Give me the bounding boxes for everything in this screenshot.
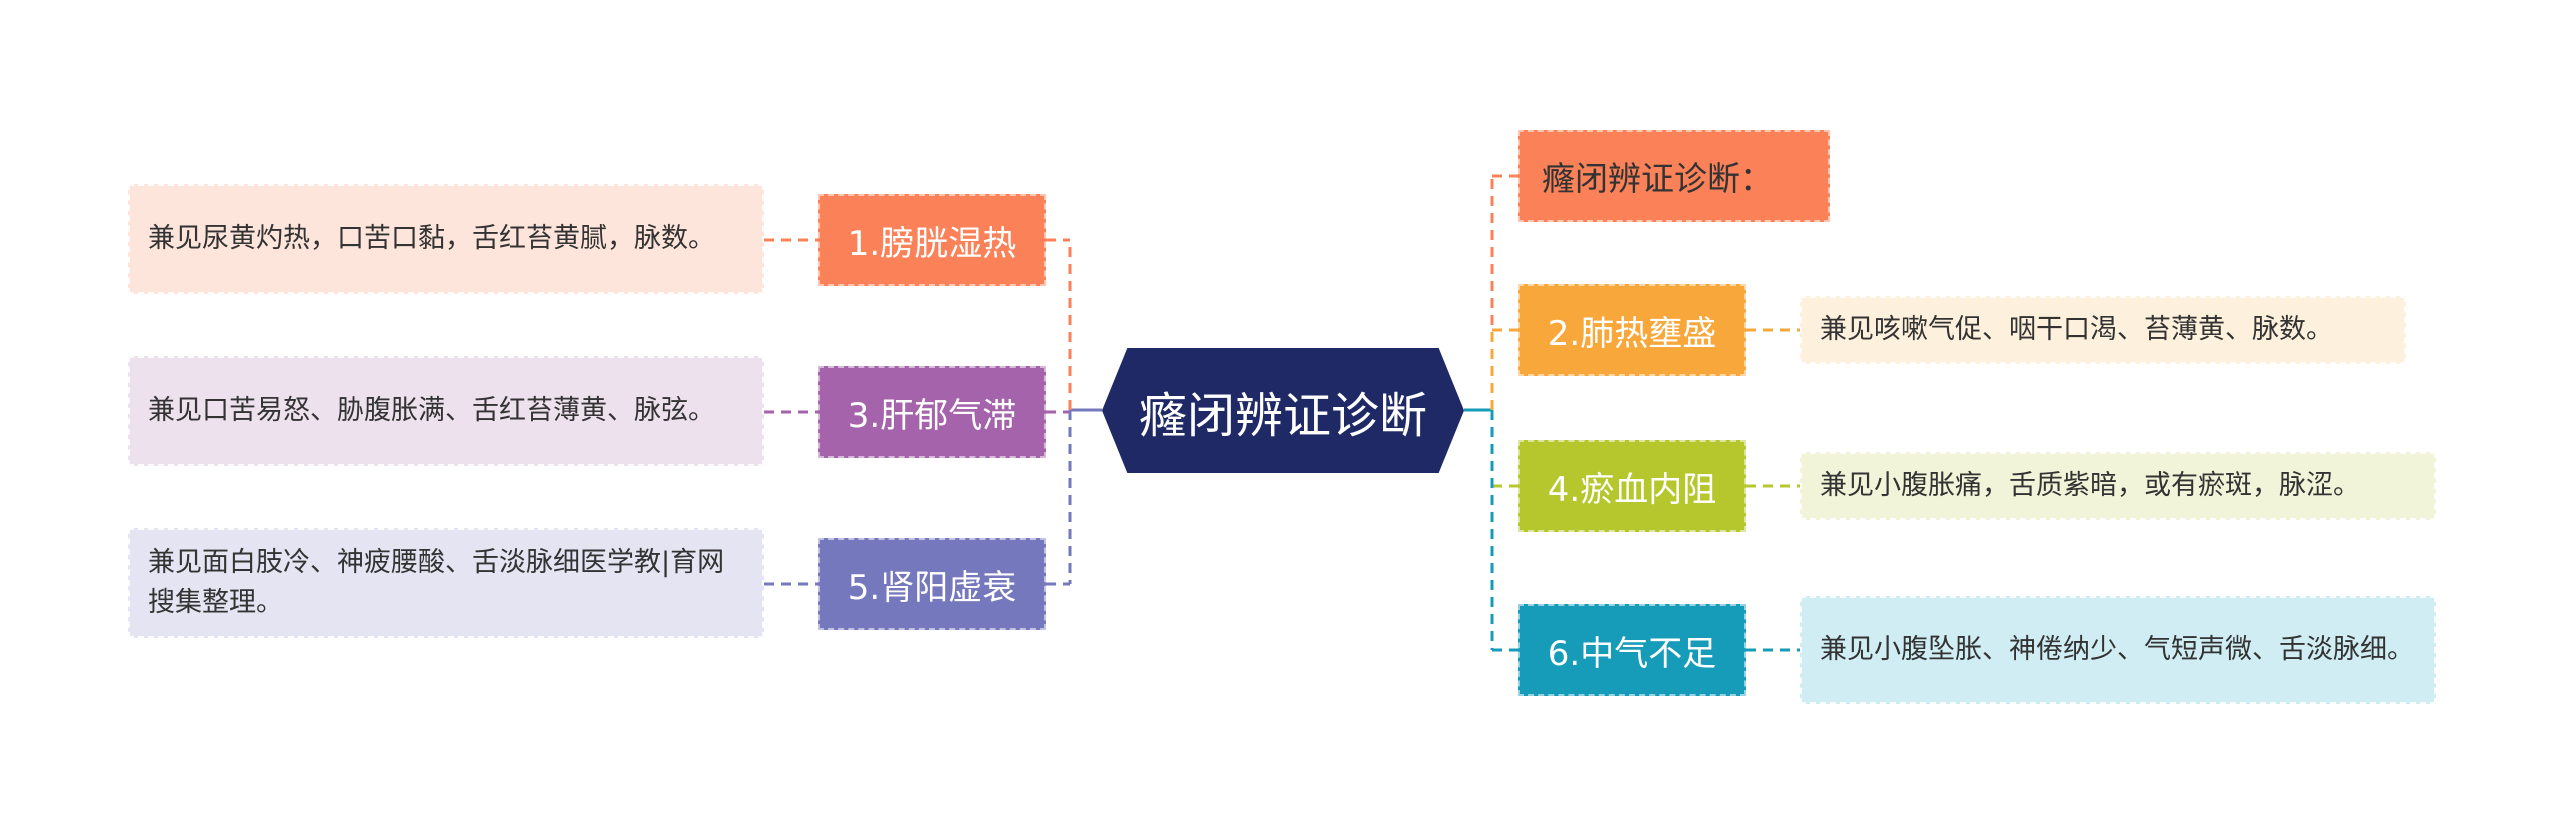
detail-kidney-yang: 兼见面白肢冷、神疲腰酸、舌淡脉细医学教|育网搜集整理。 bbox=[128, 528, 764, 638]
detail-lung-heat: 兼见咳嗽气促、咽干口渴、苔薄黄、脉数。 bbox=[1800, 296, 2406, 364]
detail-blood-stasis: 兼见小腹胀痛，舌质紫暗，或有瘀斑，脉涩。 bbox=[1800, 452, 2436, 520]
detail-qi-deficiency: 兼见小腹坠胀、神倦纳少、气短声微、舌淡脉细。 bbox=[1800, 596, 2436, 704]
branch-kidney-yang[interactable]: 5.肾阳虚衰 bbox=[818, 538, 1046, 630]
detail-bladder-damp-heat: 兼见尿黄灼热，口苦口黏，舌红苔黄腻，脉数。 bbox=[128, 184, 764, 294]
central-topic[interactable]: 癃闭辨证诊断 bbox=[1102, 348, 1464, 473]
branch-blood-stasis[interactable]: 4.瘀血内阻 bbox=[1518, 440, 1746, 532]
branch-bladder-damp-heat[interactable]: 1.膀胱湿热 bbox=[818, 194, 1046, 286]
branch-qi-deficiency[interactable]: 6.中气不足 bbox=[1518, 604, 1746, 696]
detail-liver-qi: 兼见口苦易怒、胁腹胀满、舌红苔薄黄、脉弦。 bbox=[128, 356, 764, 466]
branch-liver-qi[interactable]: 3.肝郁气滞 bbox=[818, 366, 1046, 458]
branch-lung-heat[interactable]: 2.肺热壅盛 bbox=[1518, 284, 1746, 376]
branch-title[interactable]: 癃闭辨证诊断： bbox=[1518, 130, 1830, 222]
